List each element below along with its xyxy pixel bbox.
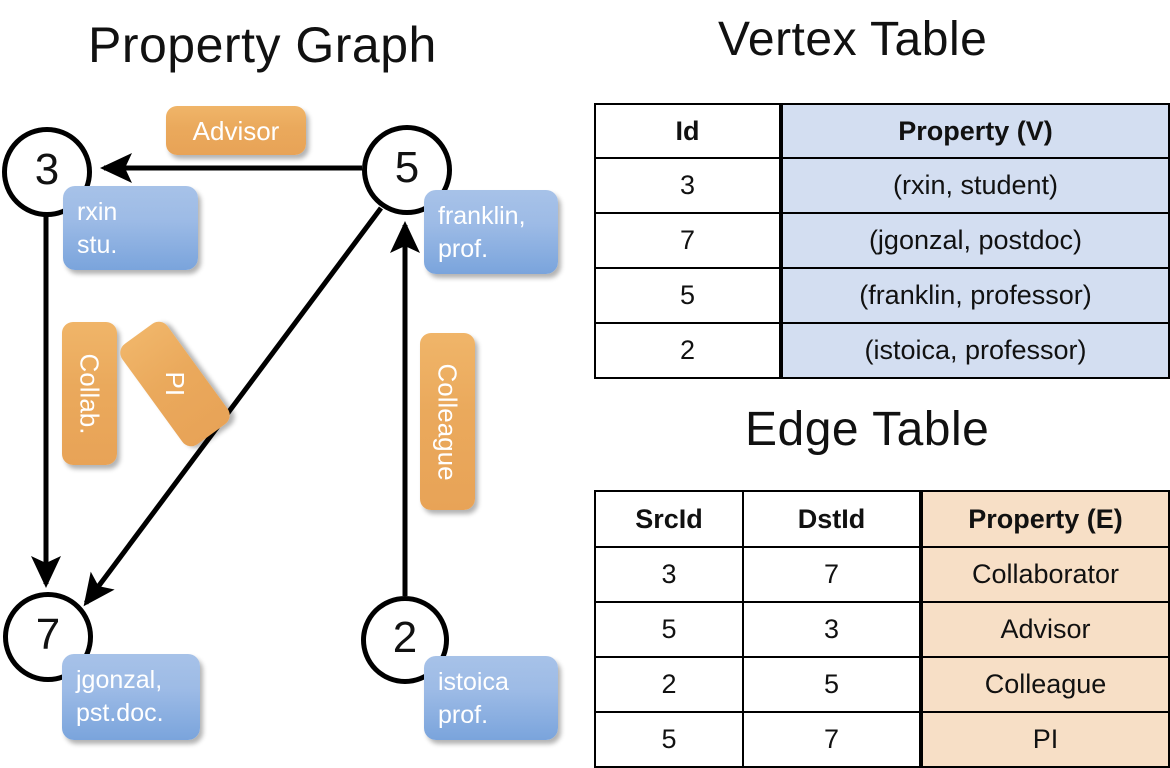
vertex-property-box-2: istoica prof. [424, 656, 558, 740]
vertex-property-5-line1: franklin, [438, 202, 526, 230]
graph-node-3-label: 3 [34, 145, 60, 194]
edge-row-3-dst: 7 [742, 711, 922, 768]
edge-row-2-property: Colleague [919, 656, 1170, 713]
vertex-property-box-5: franklin, prof. [424, 190, 558, 274]
table-row: 3 7 Collaborator [594, 546, 1170, 603]
edge-table-header-row: SrcId DstId Property (E) [594, 490, 1170, 548]
vertex-property-3-line1: rxin [77, 198, 118, 226]
vertex-property-2-line1: istoica [438, 668, 509, 696]
edge-row-3-property: PI [919, 711, 1170, 768]
vertex-table-col-id: Id [594, 103, 782, 159]
graph-node-2[interactable]: 2 [361, 596, 449, 684]
table-row: 2 5 Colleague [594, 656, 1170, 713]
edge-label-collab: Collab. [62, 322, 117, 465]
table-row: 7 (jgonzal, postdoc) [594, 212, 1170, 269]
vertex-row-0-id: 3 [594, 157, 782, 214]
graph-node-7-label: 7 [35, 610, 61, 659]
edge-label-pi-text: PI [159, 371, 190, 397]
property-graph-edges [31, 153, 420, 607]
edge-row-1-dst: 3 [742, 601, 922, 658]
table-row: 5 (franklin, professor) [594, 267, 1170, 324]
vertex-table: Id Property (V) 3 (rxin, student) 7 (jgo… [594, 103, 1170, 379]
vertex-row-2-id: 5 [594, 267, 782, 324]
edge-row-0-dst: 7 [742, 546, 922, 603]
edge-row-1-src: 5 [594, 601, 744, 658]
edge-table-col-srcid: SrcId [594, 490, 744, 548]
edge-label-colleague-text: Colleague [432, 362, 463, 481]
vertex-property-7-line1: jgonzal, [76, 666, 163, 694]
vertex-property-7-line2: pst.doc. [76, 698, 164, 727]
page-title-vertex-table: Vertex Table [718, 13, 988, 66]
vertex-property-3-line2: stu. [77, 230, 118, 259]
graph-node-5[interactable]: 5 [362, 125, 452, 215]
table-row: 5 7 PI [594, 711, 1170, 768]
edge-row-2-dst: 5 [742, 656, 922, 713]
edge-table: SrcId DstId Property (E) 3 7 Collaborato… [594, 490, 1170, 768]
edge-5-to-7 [83, 206, 384, 607]
edge-row-0-src: 3 [594, 546, 744, 603]
edge-table-col-dstid: DstId [742, 490, 922, 548]
table-row: 2 (istoica, professor) [594, 322, 1170, 379]
vertex-row-3-id: 2 [594, 322, 782, 379]
vertex-row-1-id: 7 [594, 212, 782, 269]
vertex-row-3-property: (istoica, professor) [779, 322, 1170, 379]
vertex-table-col-property: Property (V) [779, 103, 1170, 159]
edge-row-1-property: Advisor [919, 601, 1170, 658]
edge-label-collab-text: Collab. [74, 353, 105, 434]
page-title-property-graph: Property Graph [88, 17, 437, 73]
edge-row-0-property: Collaborator [919, 546, 1170, 603]
vertex-property-5-line2: prof. [438, 234, 489, 263]
edge-row-2-src: 2 [594, 656, 744, 713]
vertex-row-0-property: (rxin, student) [779, 157, 1170, 214]
vertex-property-box-3: rxin stu. [63, 186, 198, 270]
edge-label-advisor: Advisor [166, 106, 306, 155]
page-title-edge-table: Edge Table [745, 403, 990, 456]
table-row: 3 (rxin, student) [594, 157, 1170, 214]
edge-label-colleague: Colleague [420, 333, 475, 510]
vertex-property-box-7: jgonzal, pst.doc. [62, 654, 200, 740]
graph-node-5-label: 5 [394, 143, 420, 192]
table-row: 5 3 Advisor [594, 601, 1170, 658]
vertex-property-2-line2: prof. [438, 700, 489, 729]
graph-node-2-label: 2 [392, 613, 418, 662]
edge-label-advisor-text: Advisor [192, 115, 280, 146]
edge-row-3-src: 5 [594, 711, 744, 768]
vertex-row-2-property: (franklin, professor) [779, 267, 1170, 324]
vertex-row-1-property: (jgonzal, postdoc) [779, 212, 1170, 269]
vertex-table-header-row: Id Property (V) [594, 103, 1170, 159]
edge-table-col-property: Property (E) [919, 490, 1170, 548]
